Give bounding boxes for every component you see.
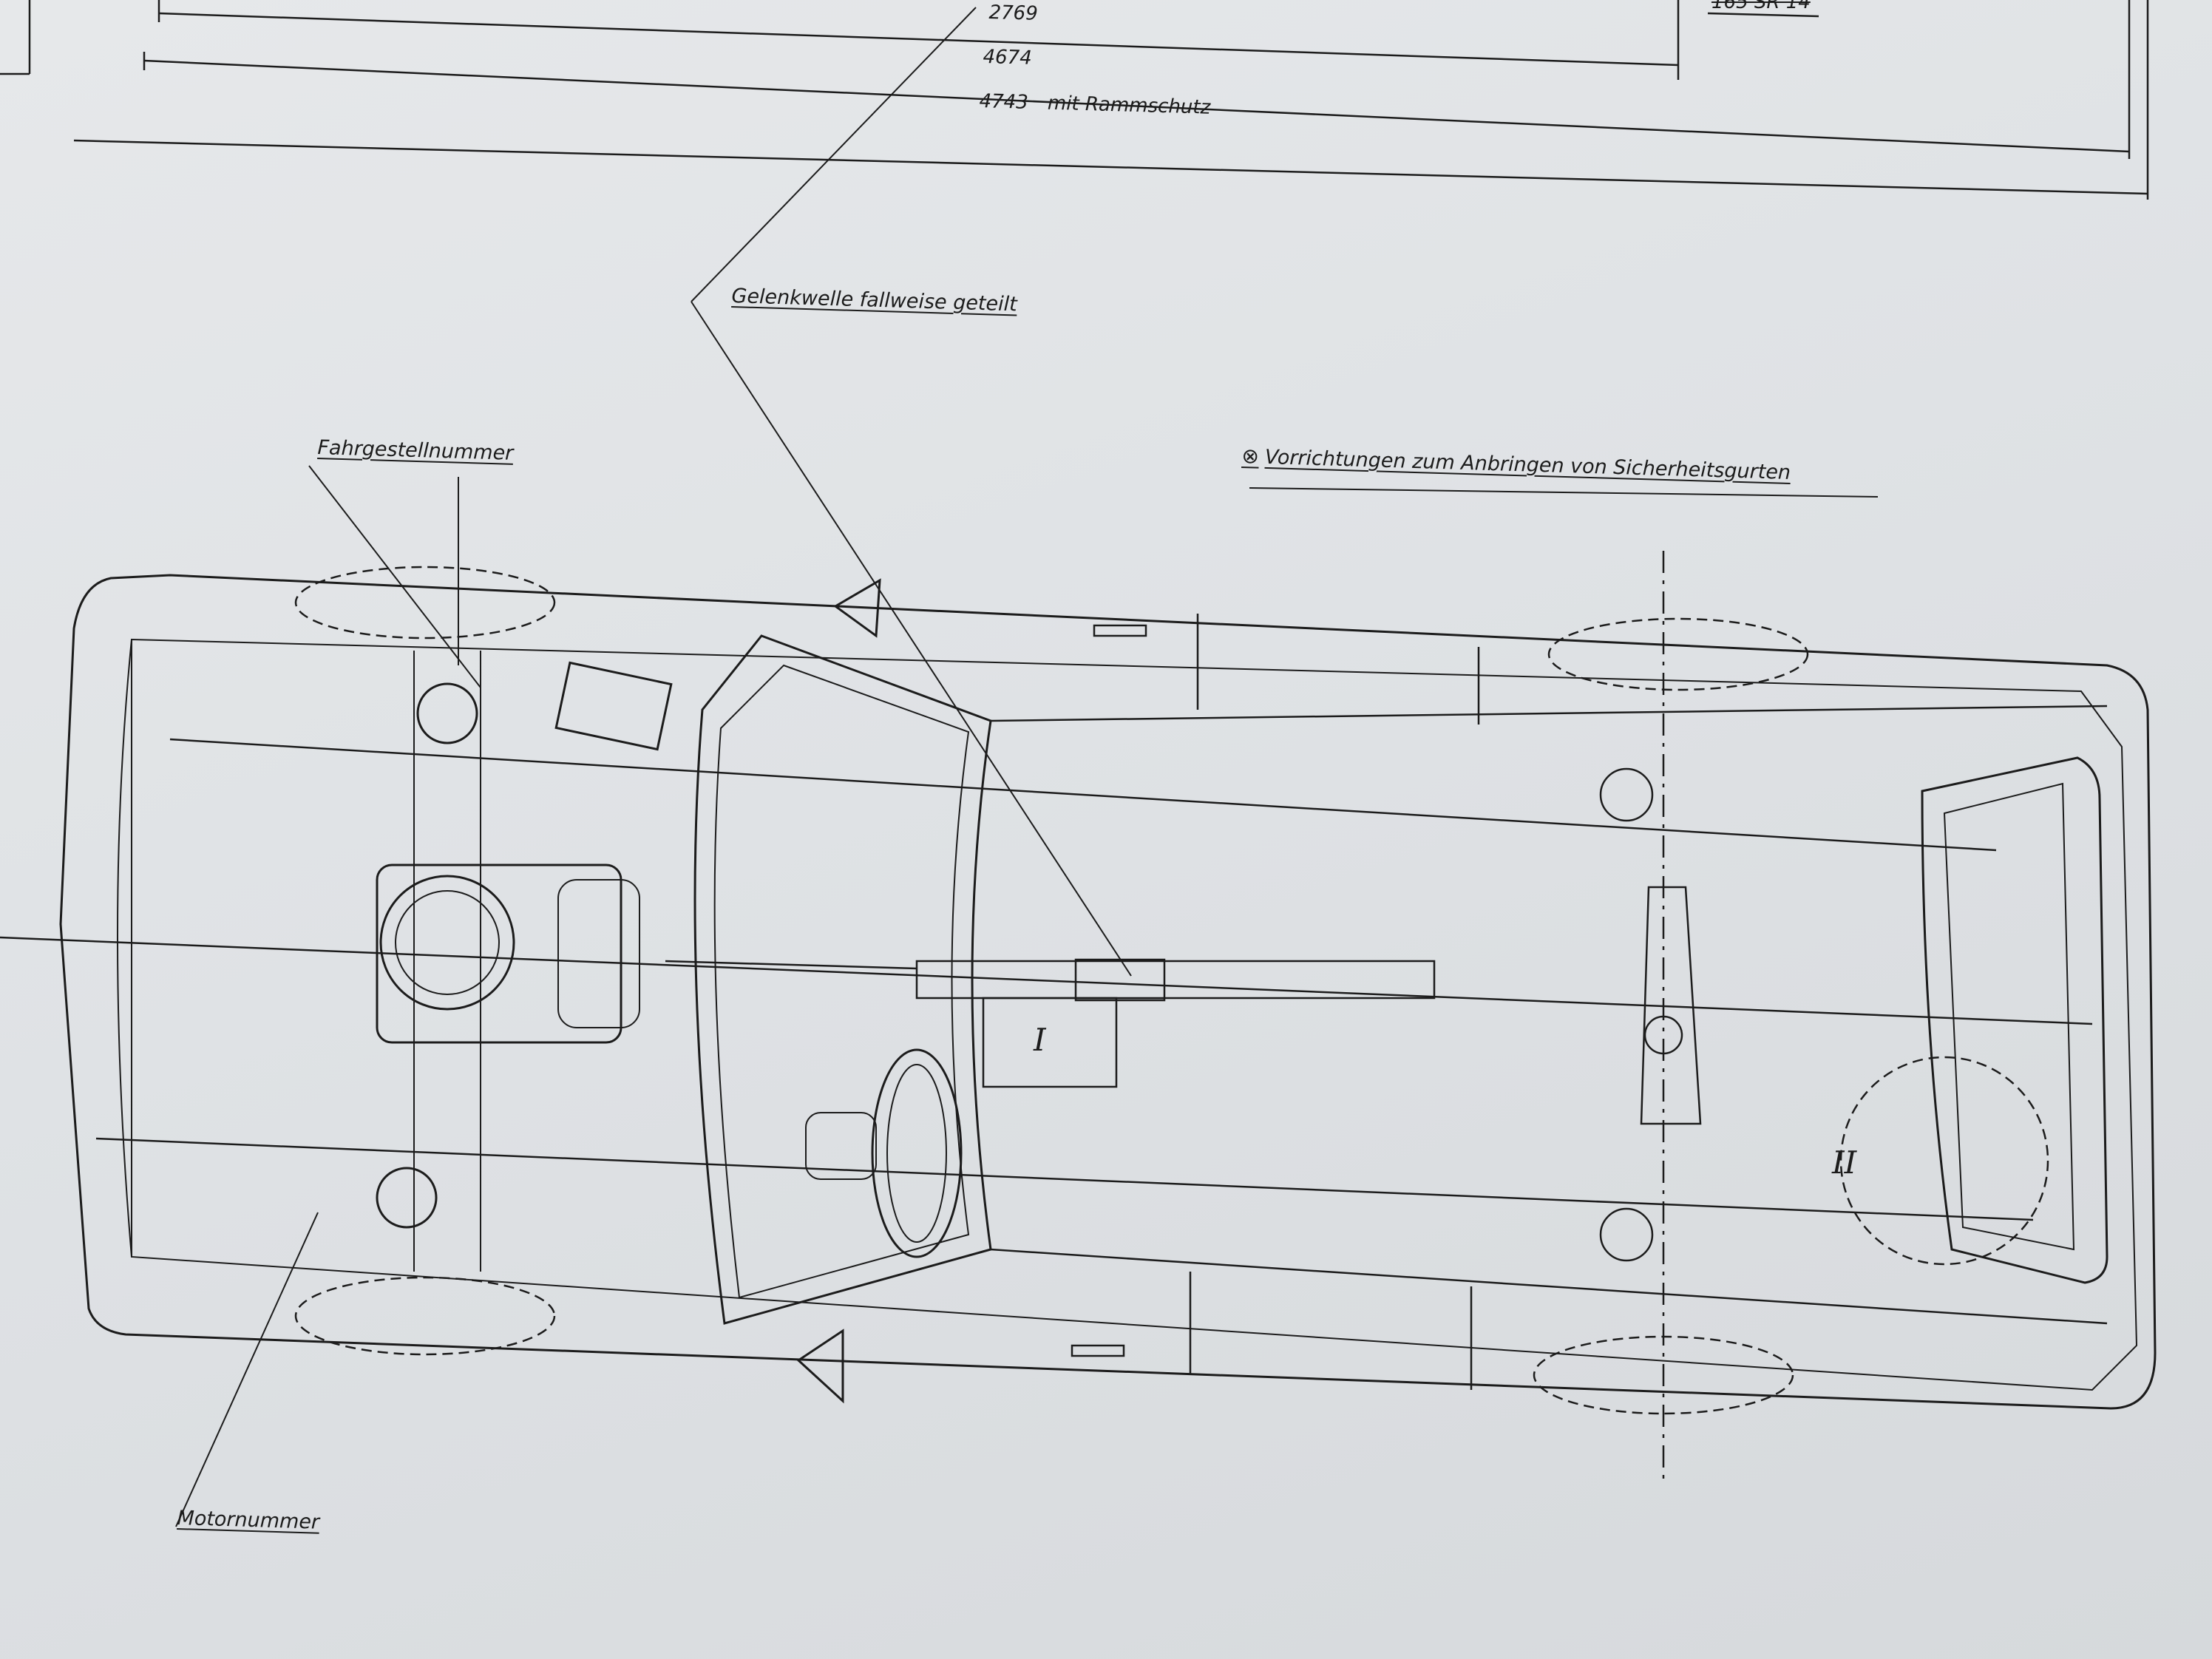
rear-section: [1921, 756, 2108, 1284]
fuel-tanks: [982, 997, 2049, 1266]
marker-tank-front: I: [1034, 1022, 1046, 1058]
tire-size: 165 SR 14: [1711, 0, 1811, 13]
frame-and-driveshaft: [0, 738, 2093, 1221]
door-details: [1071, 614, 1480, 1390]
seatbelt-symbol-icon: ⊗: [1241, 444, 1260, 469]
steering-wheel: [805, 1048, 963, 1258]
dimension-wheelbase: 2769: [988, 1, 1039, 25]
label-engine-number: Motornummer: [177, 1507, 320, 1534]
leader-lines: [175, 7, 1879, 1527]
cabin: [693, 634, 2108, 1325]
rear-axle: [1599, 551, 1702, 1486]
dimension-length-bumper-value: 4743: [979, 90, 1029, 114]
engine: [376, 651, 673, 1272]
dimension-length-bumper-note: mit Rammschutz: [1047, 92, 1211, 119]
marker-tank-rear: II: [1832, 1144, 1857, 1181]
dimension-lines: [0, 0, 2149, 200]
mirrors: [796, 578, 881, 1404]
dimension-length: 4674: [983, 46, 1033, 69]
car-body-outline: [59, 574, 2157, 1410]
wheels: [294, 566, 1809, 1415]
